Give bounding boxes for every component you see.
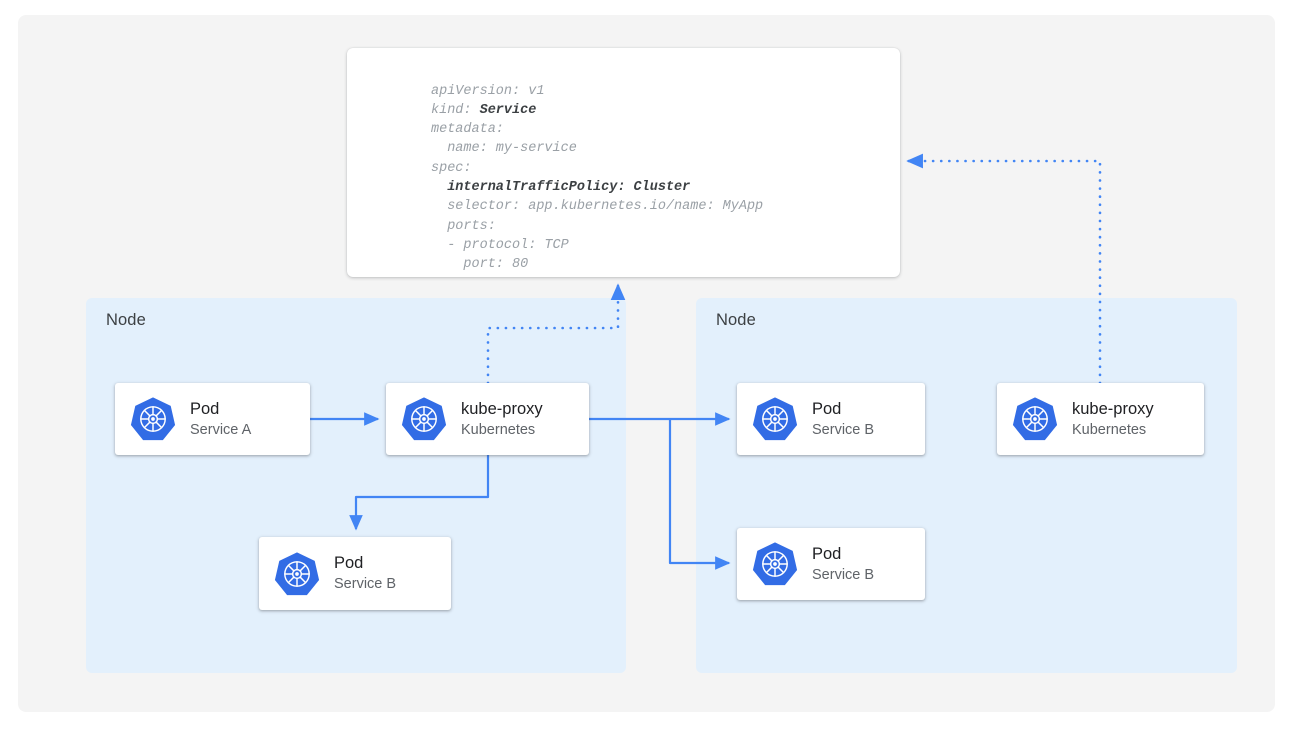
kubernetes-logo-icon — [752, 396, 798, 442]
card-pod-service-b-left[interactable]: Pod Service B — [259, 537, 451, 610]
card-pod-service-b-top[interactable]: Pod Service B — [737, 383, 925, 455]
service-manifest-line: ports: — [431, 218, 496, 234]
card-subtitle: Service B — [812, 566, 875, 583]
card-subtitle: Kubernetes — [461, 421, 536, 438]
card-subtitle: Service B — [812, 421, 875, 438]
card-title: Pod — [812, 399, 842, 418]
node-label: Node — [106, 311, 146, 329]
service-manifest-line: apiVersion: v1 — [431, 83, 545, 99]
service-manifest-line: name: my-service — [431, 141, 577, 157]
service-manifest-line: - protocol: TCP — [431, 237, 569, 253]
kubernetes-logo-icon — [401, 396, 447, 442]
kubernetes-logo-icon — [130, 396, 176, 442]
card-title: Pod — [190, 399, 220, 418]
card-subtitle: Service B — [334, 576, 397, 592]
card-title: Pod — [812, 544, 842, 563]
card-text: kube-proxy Kubernetes — [461, 399, 543, 440]
card-kube-proxy-left[interactable]: kube-proxy Kubernetes — [386, 383, 589, 455]
card-text: Pod Service B — [812, 544, 874, 585]
card-text: Pod Service B — [334, 553, 396, 594]
service-manifest-line: selector: app.kubernetes.io/name: MyApp — [431, 199, 764, 215]
kubernetes-logo-icon — [752, 541, 798, 587]
service-manifest-code: apiVersion: v1 kind: Service metadata: nam… — [431, 82, 763, 278]
diagram-canvas: Node Node — [18, 15, 1275, 712]
kubernetes-logo-icon — [274, 551, 320, 597]
card-pod-service-a[interactable]: Pod Service A — [115, 383, 310, 455]
service-manifest-line: targetPort: 9376 — [431, 274, 763, 277]
card-pod-service-b-bottom[interactable]: Pod Service B — [737, 528, 925, 600]
service-manifest-line: port: 80 — [431, 257, 529, 273]
card-title: kube-proxy — [461, 399, 543, 418]
service-manifest-card: apiVersion: v1 kind: Service metadata: nam… — [347, 48, 900, 277]
card-subtitle: Kubernetes — [1072, 421, 1147, 438]
card-title: kube-proxy — [1072, 399, 1154, 418]
card-text: Pod Service A — [190, 399, 251, 440]
service-manifest-line: kind: Service — [431, 102, 537, 118]
service-manifest-line: spec: — [431, 160, 472, 176]
service-manifest-line: metadata: — [431, 122, 504, 138]
card-text: Pod Service B — [812, 399, 874, 440]
service-manifest-line: internalTrafficPolicy: Cluster — [431, 179, 691, 195]
card-title: Pod — [334, 554, 364, 572]
node-panel-right: Node — [696, 298, 1237, 673]
card-subtitle: Service A — [190, 421, 252, 438]
node-panel-left: Node — [86, 298, 626, 673]
card-kube-proxy-right[interactable]: kube-proxy Kubernetes — [997, 383, 1204, 455]
kubernetes-logo-icon — [1012, 396, 1058, 442]
content-panel: Node Node — [18, 15, 1275, 712]
card-text: kube-proxy Kubernetes — [1072, 399, 1154, 440]
node-label: Node — [716, 311, 756, 329]
